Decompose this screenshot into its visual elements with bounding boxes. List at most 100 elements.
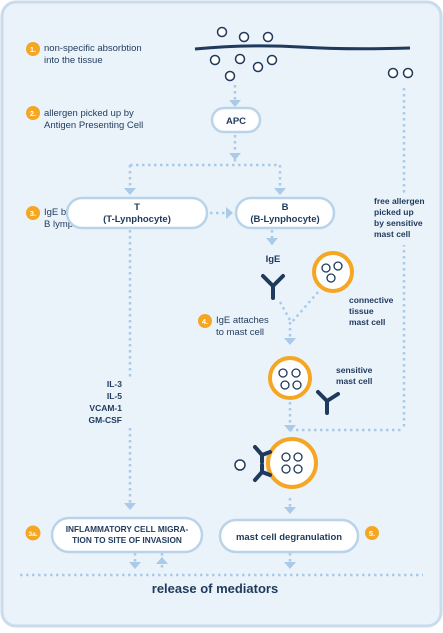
ige-antibody-icon (316, 390, 340, 415)
step-2-text: allergen picked up by (44, 108, 134, 119)
step-4-number: 4. (202, 317, 208, 326)
allergen-particle (224, 70, 236, 82)
b-cell-label: B (282, 202, 289, 213)
inflammatory-label: INFLAMMATORY CELL MIGRA- (66, 524, 189, 534)
step-2: 2. allergen picked up by Antigen Present… (26, 106, 143, 131)
cytokine-bg (84, 377, 134, 427)
step-1-badge (26, 42, 40, 56)
allergen-particle (402, 67, 414, 79)
cytokine-label: IL-5 (107, 391, 122, 401)
pathway-arrowheads (124, 100, 296, 569)
arrowhead (156, 557, 168, 564)
allergen-particle (252, 61, 264, 73)
granule (293, 464, 303, 474)
b-cell-box (234, 196, 336, 230)
free-allergen-label: mast cell (374, 229, 410, 239)
inflammatory-node: 3a. INFLAMMATORY CELL MIGRA- TION TO SIT… (25, 516, 204, 554)
arrowhead (226, 207, 233, 219)
allergen-particle (209, 54, 221, 66)
apc-label: APC (226, 116, 246, 127)
t-cell-label: (T-Lynphocyte) (103, 214, 171, 225)
granule (278, 368, 288, 378)
allergen-particle (234, 459, 246, 471)
cytokine-list: IL-3 IL-5 VCAM-1 GM-CSF (84, 377, 134, 427)
granule (321, 263, 331, 273)
step-2-badge (26, 106, 40, 120)
granule (293, 452, 303, 462)
cytokine-label: GM-CSF (88, 415, 122, 425)
inflammatory-box (50, 516, 204, 554)
release-of-mediators-title: release of mediators (152, 581, 278, 596)
sensitive-mast-label: mast cell (336, 376, 372, 386)
granule (326, 273, 336, 283)
connective-mast-label: connective (349, 295, 394, 305)
t-cell-node: T (T-Lynphocyte) (65, 196, 209, 230)
granule (280, 380, 290, 390)
allergen-particle (234, 53, 246, 65)
ige-antibody-icon (261, 274, 285, 300)
allergen-particle (266, 54, 278, 66)
step-2-text: Antigen Presenting Cell (44, 120, 143, 131)
t-cell-label: T (134, 202, 140, 213)
arrowhead (284, 338, 296, 345)
connective-mast-cell: connective tissue mast cell (312, 251, 394, 327)
granule (333, 261, 343, 271)
free-allergen-label: by sensitive (374, 218, 423, 228)
degranulating-mast-cell (234, 437, 318, 489)
arrowhead (124, 503, 136, 510)
degranulation-box (218, 518, 360, 554)
arrowhead (266, 238, 278, 245)
granules-icon (321, 261, 343, 283)
step-4-badge (198, 314, 212, 328)
free-allergen-bg (372, 193, 434, 245)
tissue-membrane (194, 44, 411, 51)
b-cell-label: (B-Lynphocyte) (250, 214, 319, 225)
arrowhead (124, 188, 136, 195)
sensitive-mast-label: sensitive (336, 365, 373, 375)
step-4-text: to mast cell (216, 327, 264, 338)
arrowhead (229, 100, 241, 107)
step-5-number: 5. (369, 529, 375, 538)
crosslinked-ige-icon (253, 445, 272, 482)
step-5-badge (365, 526, 379, 540)
step-3-badge (26, 206, 40, 220)
ige-antibody-icon (253, 445, 272, 464)
free-allergen-label: free allergen (374, 196, 425, 206)
degranulation-label: mast cell degranulation (236, 532, 342, 543)
step-1-number: 1. (30, 45, 36, 54)
step-1: 1. non-specific absorbtion into the tiss… (26, 42, 142, 66)
b-cell-node: B (B-Lynphocyte) (234, 196, 336, 230)
granule (281, 452, 291, 462)
free-allergen-note: free allergen picked up by sensitive mas… (372, 193, 434, 245)
step-3a-badge (25, 525, 41, 541)
connective-mast-cell-icon (312, 251, 354, 293)
allergen-particle (238, 31, 250, 43)
step-4: 4. IgE attaches to mast cell (198, 314, 269, 338)
step-3-number: 3. (30, 209, 36, 218)
ige-label: IgE (266, 254, 281, 265)
step-1-text: non-specific absorbtion (44, 43, 142, 54)
granule (291, 368, 301, 378)
inflammatory-label: TION TO SITE OF INVASION (72, 535, 182, 545)
step-1-text: into the tissue (44, 55, 103, 66)
connective-mast-label: tissue (349, 306, 374, 316)
connector-connective-merge (291, 291, 319, 323)
step-4-text: IgE attaches (216, 315, 269, 326)
arrowhead (284, 425, 296, 432)
step-2-number: 2. (30, 109, 36, 118)
allergen-particle (262, 31, 274, 43)
connective-mast-label: mast cell (349, 317, 385, 327)
granule (292, 380, 302, 390)
cytokine-label: IL-3 (107, 379, 122, 389)
arrowhead (284, 562, 296, 569)
granule (281, 464, 291, 474)
arrowhead (284, 507, 296, 514)
allergen-particle (387, 67, 399, 79)
granules-icon (281, 452, 303, 474)
allergen-particles (209, 26, 414, 82)
apc-node: APC (210, 106, 262, 134)
cytokine-label: VCAM-1 (89, 403, 122, 413)
granules-icon (278, 368, 302, 390)
